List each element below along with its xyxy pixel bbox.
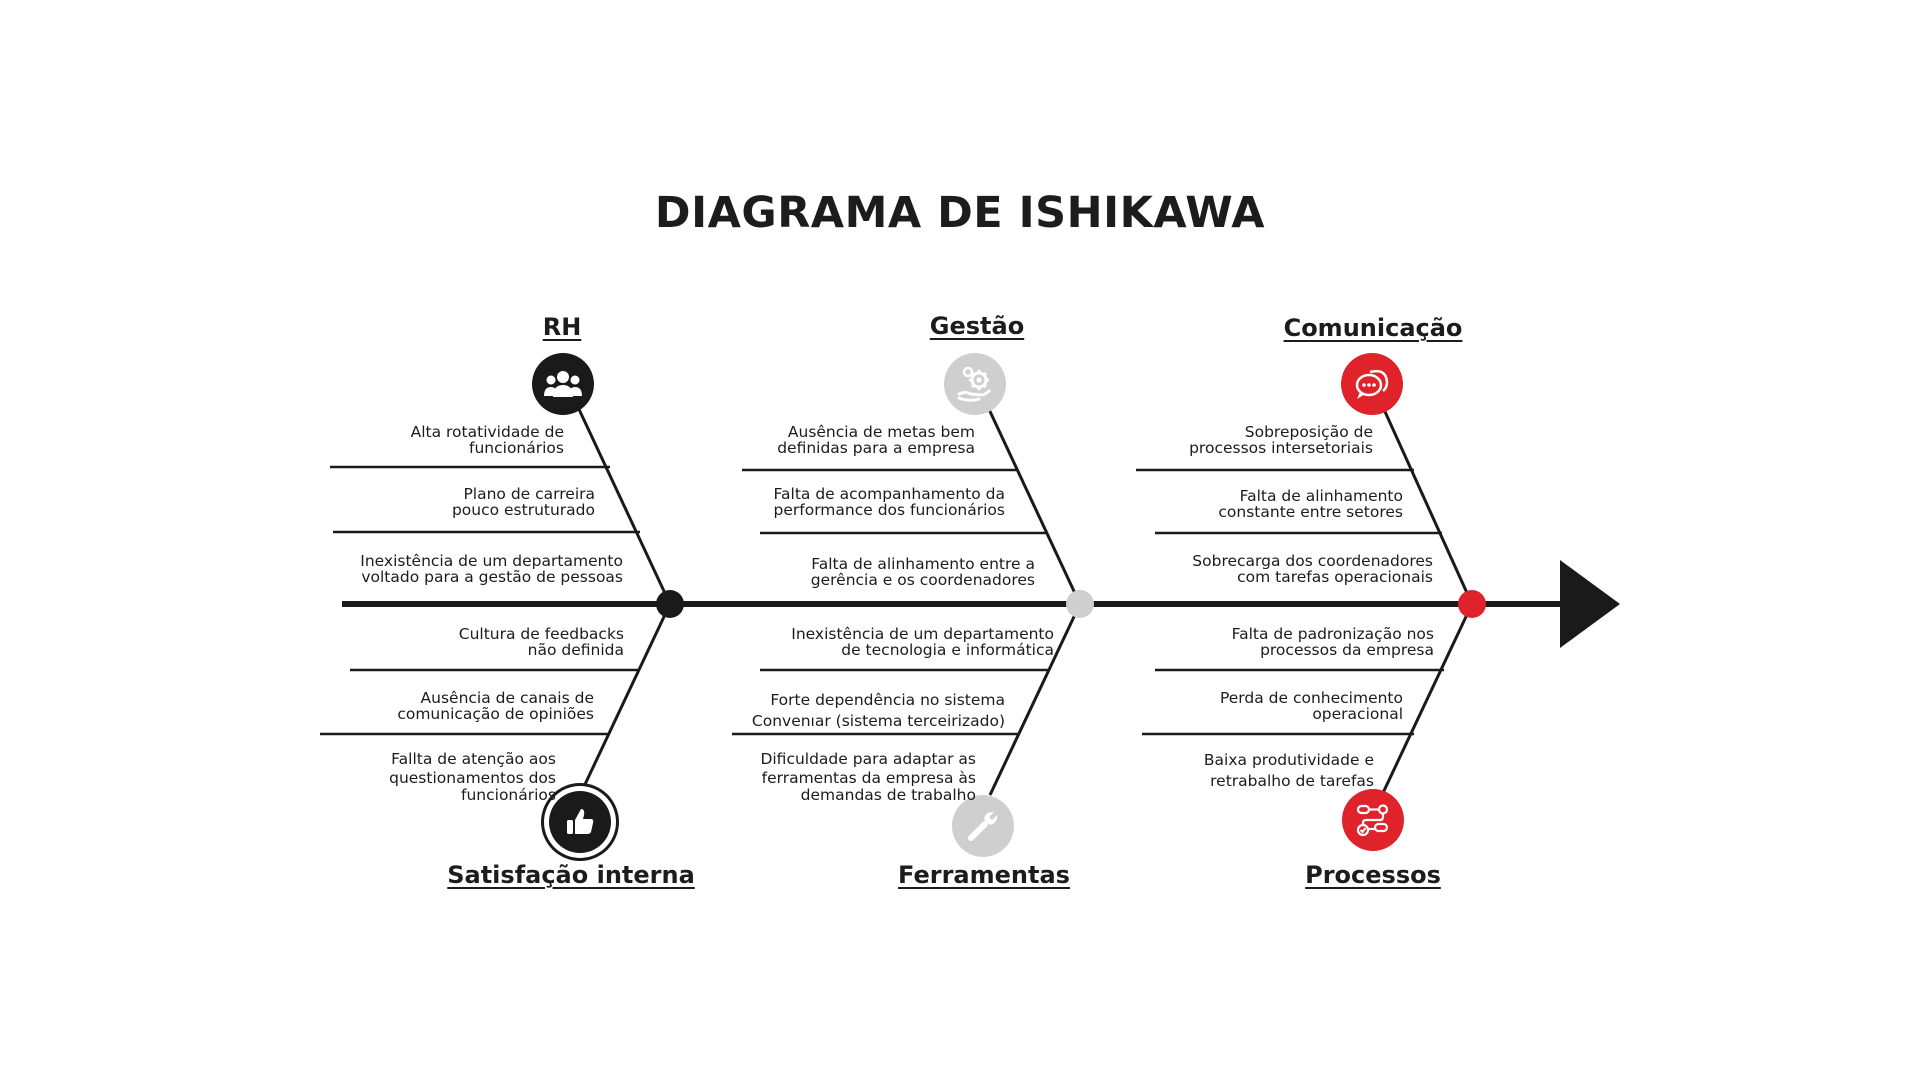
category-gestao: Gestão <box>929 312 1025 340</box>
category-processos: Processos <box>1305 861 1441 889</box>
category-ferramentas: Ferramentas <box>898 861 1070 889</box>
bone-gestao <box>985 404 1082 605</box>
bone-ferramentas <box>988 603 1082 796</box>
chat-bubbles-icon <box>1341 353 1403 415</box>
gear-hand-icon <box>944 353 1006 415</box>
bone-rh <box>575 404 672 605</box>
people-group-icon <box>532 353 594 415</box>
bone-processos <box>1380 603 1474 796</box>
junction-dot-red <box>1458 590 1486 618</box>
process-flow-icon <box>1342 789 1404 851</box>
bone-comunicacao <box>1380 404 1474 605</box>
category-satisfacao: Satisfação interna <box>447 861 695 889</box>
bone-satisfacao <box>578 603 672 796</box>
wrench-icon <box>952 795 1014 857</box>
spine-arrowhead <box>1560 560 1620 648</box>
junction-dot-gray <box>1066 590 1094 618</box>
junction-dot-black <box>656 590 684 618</box>
diagram-title: DIAGRAMA DE ISHIKAWA <box>654 188 1266 238</box>
thumbs-up-icon <box>549 791 611 853</box>
category-rh: RH <box>542 313 582 341</box>
category-comunicacao: Comunicação <box>1283 314 1463 342</box>
